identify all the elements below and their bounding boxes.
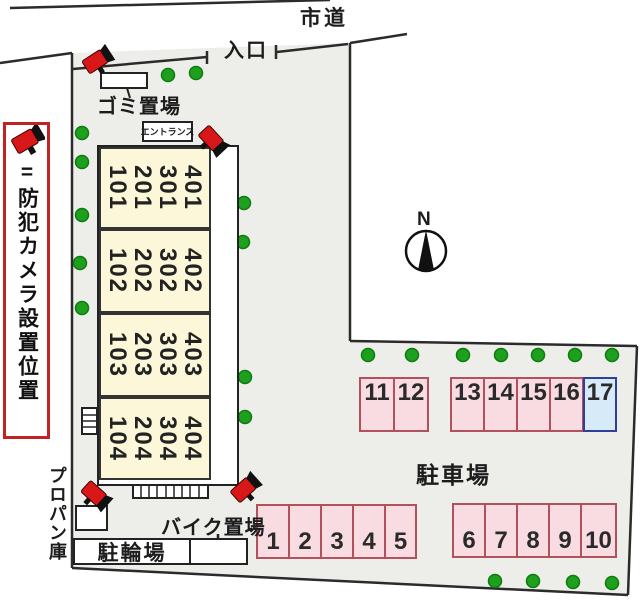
unit-block-4: 404 304 204 104 [99,397,211,480]
unit-block-1: 401 301 201 101 [99,147,211,229]
parking-space-12: 12 [393,377,429,432]
room-number: 204 [129,415,156,462]
garbage-area-box [100,72,148,89]
garbage-area-label: ゴミ置場 [97,96,181,118]
room-number: 201 [129,164,156,212]
room-number: 203 [129,331,156,379]
building-entrance-label: エントランス [140,127,195,137]
camera-legend-text: =防犯カメラ設置位置 [15,161,39,403]
parking-space-9: 9 [548,503,582,558]
unit-block-3: 403 303 203 103 [99,313,211,397]
room-number: 104 [104,415,131,462]
room-number: 301 [154,164,181,212]
road-label: 市道 [300,7,348,30]
parking-lot-label: 駐車場 [416,462,491,488]
bike-storage-box [189,538,248,565]
entrance-gate-label: 入口 [224,40,268,62]
room-number: 303 [154,331,181,379]
parking-space-8: 8 [516,503,550,558]
parking-space-14: 14 [483,377,518,432]
bicycle-parking-box: 駐輪場 [73,538,191,565]
propane-storage-label: プロパン庫 [47,466,67,561]
stairs-icon [81,407,98,435]
security-camera-icon [10,125,45,155]
room-number: 202 [129,247,156,295]
room-number: 102 [104,247,131,295]
room-number: 103 [104,331,131,379]
room-number: 304 [154,415,181,462]
parking-space-4: 4 [352,504,386,559]
parking-space-10: 10 [580,503,617,558]
room-number: 403 [179,331,206,379]
parking-space-7: 7 [484,503,518,558]
parking-space-3: 3 [320,504,354,559]
parking-space-5: 5 [384,504,417,559]
parking-space-13: 13 [450,377,485,432]
camera-legend: =防犯カメラ設置位置 [3,122,50,439]
parking-space-11: 11 [359,377,395,432]
room-number: 404 [179,415,206,462]
compass-north-label: N [417,209,431,230]
unit-block-2: 402 302 202 102 [99,229,211,313]
room-number: 101 [104,164,131,212]
road-edge-line [9,0,331,10]
parking-space-17: 17 [583,377,617,432]
parking-space-2: 2 [288,504,322,559]
propane-storage-box [75,505,108,531]
parking-space-16: 16 [549,377,584,432]
bike-storage-label: バイク置場 [161,517,266,539]
bicycle-parking-label: 駐輪場 [97,541,167,565]
room-number: 402 [179,247,206,295]
room-number: 401 [179,164,206,212]
parking-space-6: 6 [452,503,486,558]
parking-space-15: 15 [516,377,551,432]
compass-icon [404,229,448,273]
room-number: 302 [154,247,181,295]
